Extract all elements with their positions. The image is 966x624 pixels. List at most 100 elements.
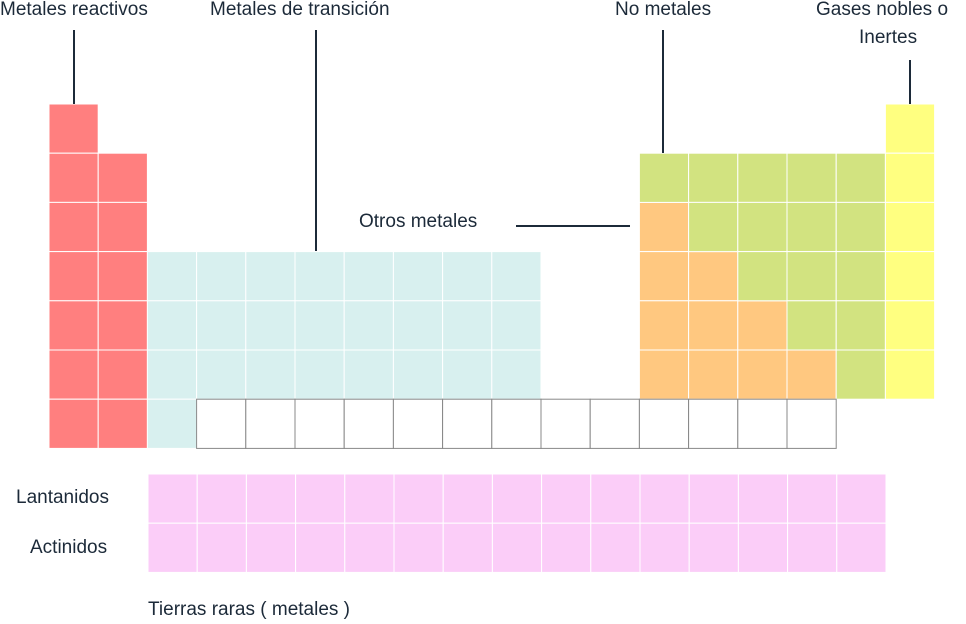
cell-rare-earth-r2-c3 <box>245 522 297 573</box>
cell-empty-cell-r7-c11 <box>540 398 591 449</box>
cell-nonmetals-r3-c16 <box>786 201 837 253</box>
cell-empty-cell-r7-c4 <box>196 398 247 449</box>
cell-nonmetals-r2-c17 <box>835 152 886 203</box>
cell-nonmetals-r4-c15 <box>737 251 788 302</box>
cell-nonmetals-r2-c13 <box>638 152 690 203</box>
label-transition-metals: Metales de transición <box>210 0 390 20</box>
cell-rare-earth-r2-c1 <box>147 522 198 573</box>
cell-nonmetals-r3-c17 <box>835 201 886 253</box>
cell-rare-earth-r2-c14 <box>787 522 838 573</box>
cell-nonmetals-r6-c17 <box>835 349 886 400</box>
label-noble-gases-line1: Gases nobles o <box>816 0 949 20</box>
cell-nonmetals-r2-c14 <box>688 152 739 203</box>
cell-nonmetals-r4-c16 <box>786 251 837 302</box>
cell-rare-earth-r1-c4 <box>295 473 346 524</box>
cell-noble-gases-r1-c18 <box>884 103 936 154</box>
cell-nonmetals-r3-c14 <box>688 201 739 253</box>
cell-rare-earth-r2-c4 <box>295 522 346 573</box>
cell-noble-gases-r5-c18 <box>884 300 936 351</box>
cell-transition-metals-r6-c9 <box>442 349 493 400</box>
cell-empty-cell-r7-c15 <box>737 398 788 449</box>
cell-empty-cell-r7-c16 <box>786 398 837 449</box>
cell-transition-metals-r6-c4 <box>196 349 247 400</box>
cell-empty-cell-r7-c13 <box>638 398 690 449</box>
cell-transition-metals-r6-c7 <box>343 349 394 400</box>
cell-noble-gases-r6-c18 <box>884 349 936 400</box>
cell-transition-metals-r7-c3 <box>146 398 198 449</box>
cell-empty-cell-r7-c8 <box>392 398 444 449</box>
cell-rare-earth-r1-c3 <box>245 473 297 524</box>
cell-transition-metals-r5-c9 <box>442 300 493 351</box>
cell-reactive-metals-r3-c1 <box>48 201 99 253</box>
cell-transition-metals-r4-c3 <box>146 251 198 302</box>
cell-transition-metals-r6-c10 <box>491 349 542 400</box>
cell-other-metals-r6-c15 <box>737 349 788 400</box>
cell-rare-earth-r2-c9 <box>541 522 592 573</box>
cell-transition-metals-r5-c5 <box>245 300 296 351</box>
cell-empty-cell-r7-c5 <box>245 398 296 449</box>
cell-rare-earth-r1-c2 <box>196 473 247 524</box>
cell-transition-metals-r5-c3 <box>146 300 198 351</box>
cell-rare-earth-r1-c14 <box>787 473 838 524</box>
cell-transition-metals-r6-c5 <box>245 349 296 400</box>
cell-rare-earth-r1-c13 <box>737 473 789 524</box>
cell-rare-earth-r1-c11 <box>639 473 690 524</box>
cell-rare-earth-r1-c7 <box>442 473 493 524</box>
cell-reactive-metals-r2-c1 <box>48 152 99 203</box>
cell-transition-metals-r4-c10 <box>491 251 542 302</box>
cell-rare-earth-r2-c2 <box>196 522 247 573</box>
cell-rare-earth-r1-c10 <box>590 473 641 524</box>
cell-transition-metals-r4-c6 <box>294 251 345 302</box>
cell-rare-earth-r2-c6 <box>393 522 444 573</box>
cell-transition-metals-r5-c10 <box>491 300 542 351</box>
cell-transition-metals-r4-c8 <box>392 251 444 302</box>
cell-rare-earth-r2-c11 <box>639 522 690 573</box>
label-lanthanides: Lantanidos <box>16 487 109 508</box>
cell-other-metals-r5-c15 <box>737 300 788 351</box>
cell-transition-metals-r4-c9 <box>442 251 493 302</box>
cell-empty-cell-r7-c10 <box>491 398 542 449</box>
cell-transition-metals-r4-c4 <box>196 251 247 302</box>
cell-nonmetals-r2-c15 <box>737 152 788 203</box>
cell-empty-cell-r7-c6 <box>294 398 345 449</box>
cell-reactive-metals-r7-c2 <box>97 398 148 449</box>
label-noble-gases-line2: Inertes <box>859 27 918 48</box>
label-actinides: Actinidos <box>30 537 108 558</box>
cell-rare-earth-r2-c15 <box>836 522 887 573</box>
cell-empty-cell-r7-c14 <box>688 398 739 449</box>
cell-nonmetals-r5-c16 <box>786 300 837 351</box>
cell-transition-metals-r5-c6 <box>294 300 345 351</box>
cell-rare-earth-r2-c13 <box>737 522 789 573</box>
cell-other-metals-r6-c16 <box>786 349 837 400</box>
cell-rare-earth-r2-c12 <box>688 522 739 573</box>
cell-other-metals-r3-c13 <box>638 201 690 253</box>
cell-transition-metals-r6-c3 <box>146 349 198 400</box>
cell-rare-earth-r1-c15 <box>836 473 887 524</box>
cell-nonmetals-r3-c15 <box>737 201 788 253</box>
cell-transition-metals-r5-c4 <box>196 300 247 351</box>
cell-reactive-metals-r1-c1 <box>48 103 99 154</box>
cell-rare-earth-r2-c7 <box>442 522 493 573</box>
cell-rare-earth-r1-c1 <box>147 473 198 524</box>
cell-empty-cell-r7-c12 <box>589 398 640 449</box>
cell-nonmetals-r4-c17 <box>835 251 886 302</box>
cell-rare-earth-r1-c12 <box>688 473 739 524</box>
cell-transition-metals-r4-c7 <box>343 251 394 302</box>
cell-other-metals-r5-c14 <box>688 300 739 351</box>
cell-reactive-metals-r6-c2 <box>97 349 148 400</box>
label-reactive-metals: Metales reactivos <box>0 0 148 20</box>
cell-reactive-metals-r4-c2 <box>97 251 148 302</box>
label-other-metals: Otros metales <box>359 211 478 232</box>
cell-reactive-metals-r4-c1 <box>48 251 99 302</box>
cell-other-metals-r6-c14 <box>688 349 739 400</box>
cell-noble-gases-r2-c18 <box>884 152 936 203</box>
cell-reactive-metals-r5-c2 <box>97 300 148 351</box>
cell-other-metals-r4-c13 <box>638 251 690 302</box>
cell-transition-metals-r5-c7 <box>343 300 394 351</box>
cell-rare-earth-r2-c8 <box>491 522 543 573</box>
cell-other-metals-r6-c13 <box>638 349 690 400</box>
cell-rare-earth-r1-c6 <box>393 473 444 524</box>
cell-transition-metals-r4-c5 <box>245 251 296 302</box>
